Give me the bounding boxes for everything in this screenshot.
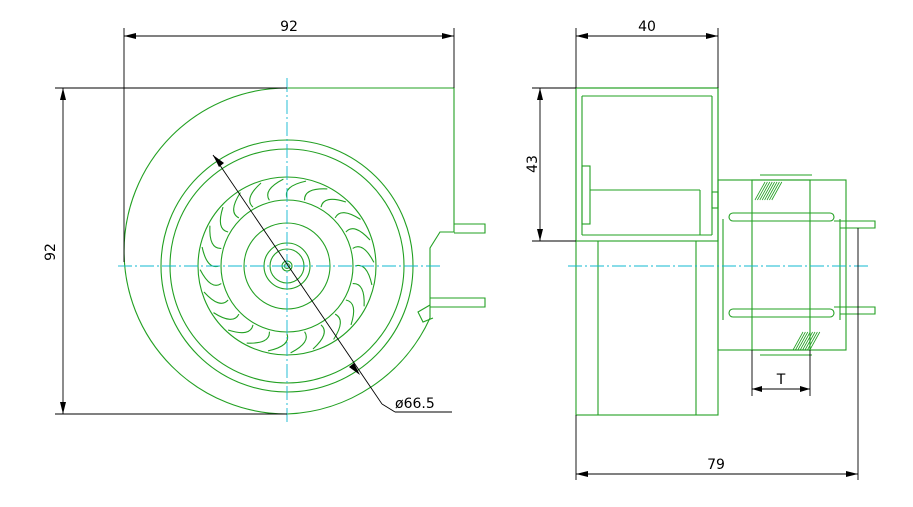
winding-hatch <box>764 181 775 201</box>
overall-dimension: 79 <box>575 228 859 480</box>
impeller-blade <box>352 246 375 263</box>
impeller-blade <box>290 331 307 354</box>
motor-label: T <box>776 372 786 388</box>
diameter-label: ø66.5 <box>395 396 435 412</box>
impeller-blade <box>199 269 222 286</box>
winding-hatch <box>802 331 813 351</box>
height-label: 92 <box>43 243 59 261</box>
side-height-dimension: 43 <box>525 87 576 242</box>
winding-hatch <box>771 181 783 201</box>
motor-dimension: T <box>751 350 811 396</box>
impeller-blade <box>320 198 347 208</box>
winding-hatch <box>792 331 804 351</box>
width-label: 92 <box>280 19 298 35</box>
mounting-tabs <box>417 223 486 323</box>
winding-hatch <box>761 181 773 201</box>
winding-hatches <box>754 181 821 351</box>
impeller-blade <box>219 206 229 233</box>
housing-body <box>575 87 719 416</box>
winding-hatch <box>807 331 818 351</box>
impeller-blade <box>227 324 254 334</box>
impeller-blade <box>267 333 289 352</box>
winding-hatch <box>804 331 816 351</box>
impeller-blade <box>233 192 241 219</box>
side-view: 40 43 T 79 <box>525 19 876 480</box>
impeller-blade <box>312 324 325 350</box>
side-height-label: 43 <box>525 155 541 173</box>
winding-hatch <box>769 181 780 201</box>
impeller-blade <box>246 331 270 344</box>
height-dimension: 92 <box>43 87 287 415</box>
impeller-blade <box>345 299 355 326</box>
impeller-blade <box>354 264 373 286</box>
impeller-blade <box>333 313 341 340</box>
motor-assembly <box>711 174 876 356</box>
winding-hatch <box>797 331 809 351</box>
front-view: 92 92 ø66.5 <box>43 19 486 425</box>
winding-hatch <box>754 181 766 201</box>
impeller-blade <box>285 180 307 199</box>
impeller-blade <box>201 246 220 268</box>
width-dimension: 92 <box>123 19 455 262</box>
diameter-dimension: ø66.5 <box>212 154 452 413</box>
winding-hatch <box>757 181 768 201</box>
side-width-label: 40 <box>638 19 656 35</box>
overall-label: 79 <box>707 457 725 473</box>
winding-hatch <box>799 331 811 351</box>
housing-outline <box>123 87 455 415</box>
winding-hatch <box>759 181 771 201</box>
impeller-blade <box>209 225 222 249</box>
impeller-blade <box>213 312 240 320</box>
side-width-dimension: 40 <box>575 19 719 88</box>
impeller-blades <box>199 178 375 354</box>
impeller-blade <box>304 188 328 201</box>
winding-hatch <box>809 331 821 351</box>
impeller-blade <box>267 178 284 201</box>
impeller-blade <box>345 228 371 241</box>
impeller-blade <box>334 212 361 220</box>
winding-hatch <box>766 181 778 201</box>
inlet-flange <box>575 87 719 242</box>
impeller-blade <box>249 182 262 208</box>
winding-hatch <box>795 331 806 351</box>
impeller-blade <box>352 283 365 307</box>
impeller-blade <box>203 291 229 304</box>
